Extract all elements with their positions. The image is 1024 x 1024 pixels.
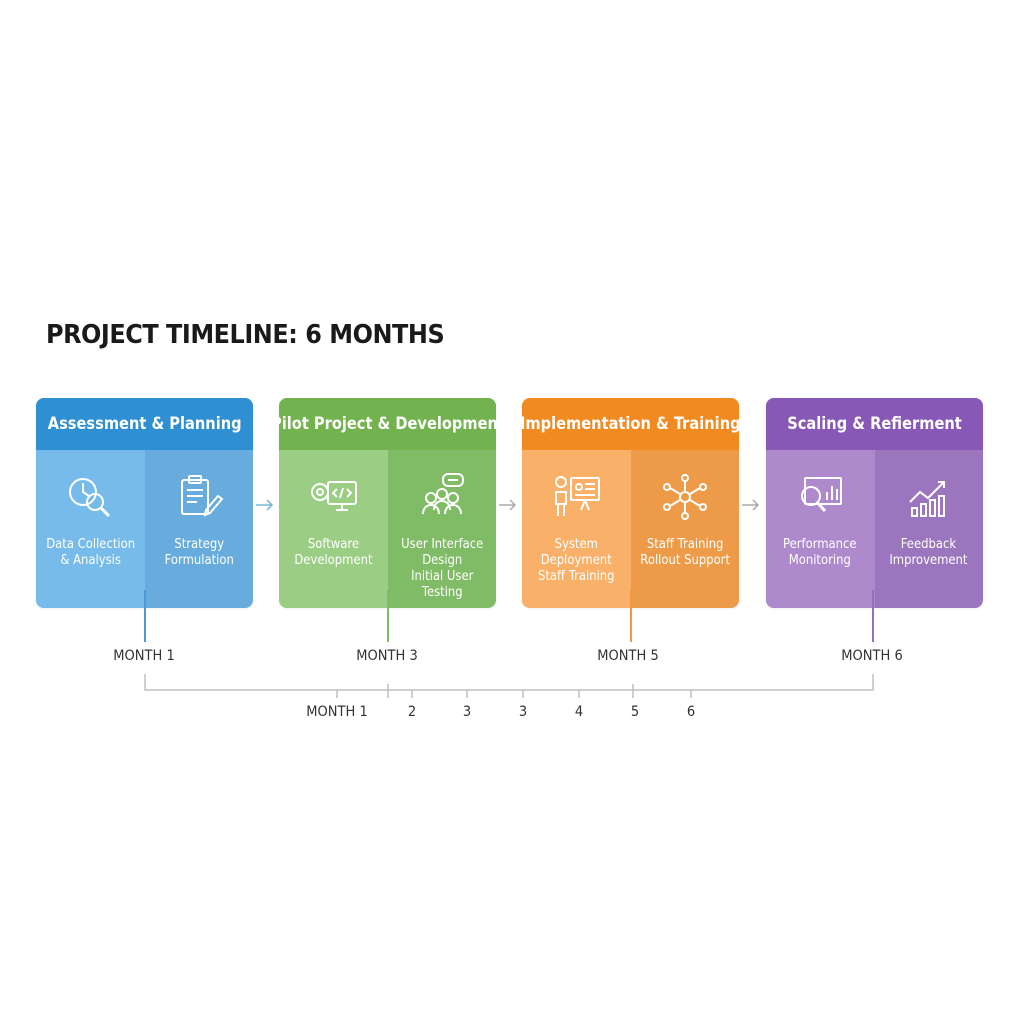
arrow-right-icon: [499, 499, 517, 511]
phase-header: Assessment & Planning: [36, 398, 253, 450]
chart-magnifier-icon: [801, 477, 843, 512]
axis-tick-label: 5: [630, 704, 640, 720]
task-label: Strategy Formulation: [164, 536, 234, 568]
milestone-label: MONTH 1: [113, 648, 175, 664]
phase-header: Scaling & Refierment: [766, 398, 983, 450]
task-label: Software Development: [294, 536, 373, 568]
phase-card-assessment: Assessment & Planning Data Collection & …: [36, 398, 253, 608]
axis-tick-label: 6: [686, 704, 696, 720]
task-ui-design: User Interface Design Initial User Testi…: [387, 450, 496, 608]
phase-title: Assessment & Planning: [47, 414, 242, 434]
network-nodes-icon: [662, 474, 707, 520]
axis-tick-label: MONTH 1: [306, 704, 368, 720]
page-title: PROJECT TIMELINE: 6 MONTHS: [46, 320, 445, 350]
phase-card-pilot: Pilot Project & Development Software Dev…: [279, 398, 496, 608]
phase-card-implementation: Implementation & Training System Deploym…: [522, 398, 739, 608]
milestone-label: MONTH 5: [597, 648, 659, 664]
axis-tick-label: 4: [574, 704, 584, 720]
timeline-axis: [144, 674, 874, 698]
task-performance-monitoring: Performance Monitoring: [766, 450, 875, 608]
task-label: Performance Monitoring: [783, 536, 858, 568]
axis-tick-label: 3: [518, 704, 528, 720]
phase-header: Pilot Project & Development: [279, 398, 496, 450]
axis-tick-label: 2: [407, 704, 417, 720]
milestone-label: MONTH 6: [841, 648, 903, 664]
milestone-label: MONTH 3: [356, 648, 418, 664]
growth-chart-icon: [909, 481, 945, 517]
gear-code-monitor-icon: [311, 481, 358, 511]
phase-card-scaling: Scaling & Refierment Performance Monitor…: [766, 398, 983, 608]
phase-title: Scaling & Refierment: [787, 414, 962, 434]
task-label: User Interface Design Initial User Testi…: [400, 536, 483, 600]
arrow-right-icon: [256, 499, 274, 511]
task-staff-training: Staff Training Rollout Support: [630, 450, 739, 608]
milestone-connector: [144, 590, 146, 642]
phase-title: Pilot Project & Development: [279, 414, 496, 434]
presenter-board-icon: [555, 476, 601, 516]
milestone-connector: [630, 590, 632, 642]
task-label: Staff Training Rollout Support: [639, 536, 730, 568]
task-data-collection: Data Collection & Analysis: [36, 450, 145, 608]
milestone-connector: [387, 590, 389, 642]
phase-header: Implementation & Training: [522, 398, 739, 450]
milestone-connector: [872, 590, 874, 642]
task-label: Feedback Improvement: [889, 536, 968, 568]
task-system-deployment: System Deployment Staff Training: [522, 450, 631, 608]
clock-magnifier-icon: [69, 478, 111, 518]
arrow-right-icon: [742, 499, 760, 511]
clipboard-pencil-icon: [180, 475, 224, 517]
users-chat-icon: [421, 473, 464, 515]
phase-title: Implementation & Training: [522, 414, 739, 434]
axis-tick-label: 3: [462, 704, 472, 720]
task-feedback-improvement: Feedback Improvement: [874, 450, 983, 608]
task-strategy: Strategy Formulation: [144, 450, 253, 608]
task-label: System Deployment Staff Training: [537, 536, 615, 584]
task-label: Data Collection & Analysis: [45, 536, 135, 568]
task-software-dev: Software Development: [279, 450, 388, 608]
